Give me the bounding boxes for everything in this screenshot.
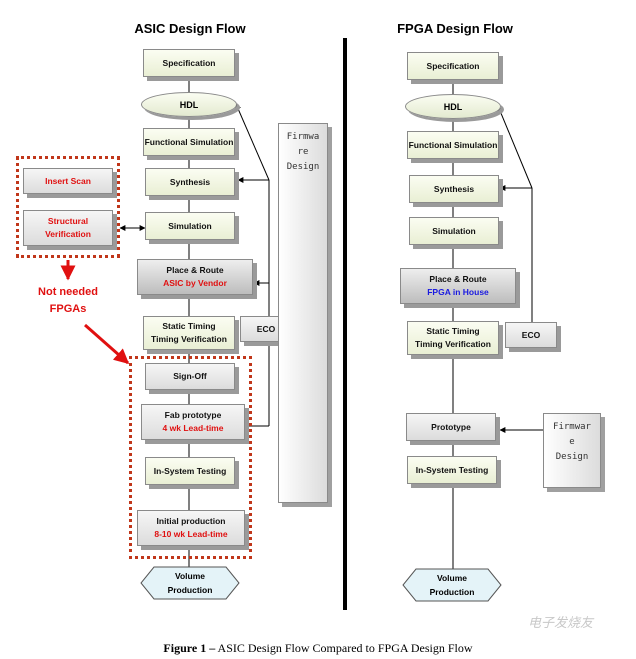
- fpga-place-route-sub: FPGA in House: [427, 287, 489, 297]
- figure-caption: Figure 1 – ASIC Design Flow Compared to …: [0, 641, 636, 656]
- asic-sign-off-label: Sign-Off: [173, 371, 207, 381]
- asic-synthesis-box: Synthesis: [145, 168, 235, 196]
- fpga-eco-box: ECO: [505, 322, 557, 348]
- fpga-hexagon-shape: [402, 568, 502, 602]
- fpga-firmware-design-box: Firmwar e Design: [543, 413, 601, 488]
- asic-initial-production-label: Initial production: [156, 516, 226, 526]
- asic-functional-simulation-label: Functional Simulation: [144, 136, 234, 147]
- asic-place-route-sub: ASIC by Vendor: [163, 278, 227, 288]
- asic-specification-label: Specification: [162, 57, 216, 68]
- asic-hdl-label: HDL: [179, 99, 199, 110]
- fpga-hdl-label: HDL: [443, 101, 463, 112]
- fpga-prototype-label: Prototype: [431, 421, 471, 432]
- asic-timing-verification-label: Timing Verification: [151, 334, 227, 344]
- fpga-place-route-box: Place & Route FPGA in House: [400, 268, 516, 304]
- asic-simulation-label: Simulation: [168, 220, 212, 231]
- verification-label: Verification: [45, 229, 91, 239]
- insert-scan-box: Insert Scan: [23, 168, 113, 194]
- asic-sign-off-box: Sign-Off: [145, 363, 235, 390]
- fpga-hdl-ellipse: HDL: [405, 94, 501, 119]
- watermark: 电子发烧友: [528, 615, 594, 630]
- fpga-firmware-line-1: Firmwar: [553, 422, 591, 432]
- fpga-eco-label: ECO: [521, 329, 541, 340]
- asic-place-route-box: Place & Route ASIC by Vendor: [137, 259, 253, 295]
- asic-in-system-testing-box: In-System Testing: [145, 457, 235, 485]
- asic-volume-label: Volume: [174, 571, 206, 581]
- fpga-simulation-box: Simulation: [409, 217, 499, 245]
- fpga-timing-verification-label: Timing Verification: [415, 339, 491, 349]
- fpga-place-route-label: Place & Route: [429, 274, 487, 284]
- asic-functional-simulation-box: Functional Simulation: [143, 128, 235, 156]
- asic-firmware-line-1: Firmwa: [286, 132, 320, 142]
- fpga-synthesis-box: Synthesis: [409, 175, 499, 203]
- structural-verification-box: Structural Verification: [23, 210, 113, 246]
- insert-scan-label: Insert Scan: [45, 175, 91, 186]
- fpga-in-system-testing-label: In-System Testing: [415, 464, 489, 475]
- asic-static-timing-box: Static Timing Timing Verification: [143, 316, 235, 350]
- asic-initial-production-box: Initial production 8-10 wk Lead-time: [137, 510, 245, 546]
- asic-volume-production-hexagon: Volume Production: [140, 566, 240, 600]
- asic-production-label: Production: [167, 585, 213, 595]
- asic-hexagon-shape: [140, 566, 240, 600]
- asic-synthesis-label: Synthesis: [169, 176, 211, 187]
- fpga-in-system-testing-box: In-System Testing: [407, 456, 497, 484]
- asic-simulation-box: Simulation: [145, 212, 235, 240]
- asic-static-timing-label: Static Timing: [162, 321, 216, 331]
- fpga-specification-box: Specification: [407, 52, 499, 80]
- asic-in-system-testing-label: In-System Testing: [153, 465, 227, 476]
- fpga-static-timing-label: Static Timing: [426, 326, 480, 336]
- fpga-volume-production-hexagon: Volume Production: [402, 568, 502, 602]
- asic-only-steps-group-box: [129, 356, 252, 559]
- asic-eco-label: ECO: [256, 323, 276, 334]
- fpga-functional-simulation-box: Functional Simulation: [407, 131, 499, 159]
- not-needed-group-box: [16, 156, 120, 258]
- asic-firmware-line-2: re: [297, 147, 309, 157]
- fpga-synthesis-label: Synthesis: [433, 183, 475, 194]
- asic-fab-prototype-label: Fab prototype: [164, 410, 222, 420]
- fpga-simulation-label: Simulation: [432, 225, 476, 236]
- fpga-functional-simulation-label: Functional Simulation: [408, 139, 498, 150]
- fpga-production-label: Production: [429, 587, 475, 597]
- fpga-firmware-line-2: e: [569, 437, 575, 447]
- not-needed-line-1: Not needed: [38, 286, 98, 298]
- not-needed-line-2: FPGAs: [49, 303, 87, 315]
- fpga-static-timing-box: Static Timing Timing Verification: [407, 321, 499, 355]
- fpga-firmware-line-3: Design: [555, 452, 589, 462]
- fpga-volume-label: Volume: [436, 573, 468, 583]
- asic-title: ASIC Design Flow: [134, 21, 246, 36]
- asic-firmware-design-box: Firmwa re Design: [278, 123, 328, 503]
- caption-text: ASIC Design Flow Compared to FPGA Design…: [215, 641, 473, 655]
- column-divider: [343, 38, 347, 610]
- asic-hdl-ellipse: HDL: [141, 92, 237, 117]
- fpga-prototype-box: Prototype: [406, 413, 496, 441]
- caption-label: Figure 1 –: [163, 641, 216, 655]
- fpga-specification-label: Specification: [426, 60, 480, 71]
- asic-fab-prototype-box: Fab prototype 4 wk Lead-time: [141, 404, 245, 440]
- not-needed-label: Not needed FPGAs: [20, 284, 116, 318]
- fpga-title: FPGA Design Flow: [397, 21, 513, 36]
- asic-production-leadtime: 8-10 wk Lead-time: [154, 529, 228, 539]
- structural-label: Structural: [47, 216, 89, 226]
- asic-firmware-line-3: Design: [286, 162, 320, 172]
- asic-specification-box: Specification: [143, 49, 235, 77]
- asic-place-route-label: Place & Route: [166, 265, 224, 275]
- asic-fab-leadtime: 4 wk Lead-time: [162, 423, 224, 433]
